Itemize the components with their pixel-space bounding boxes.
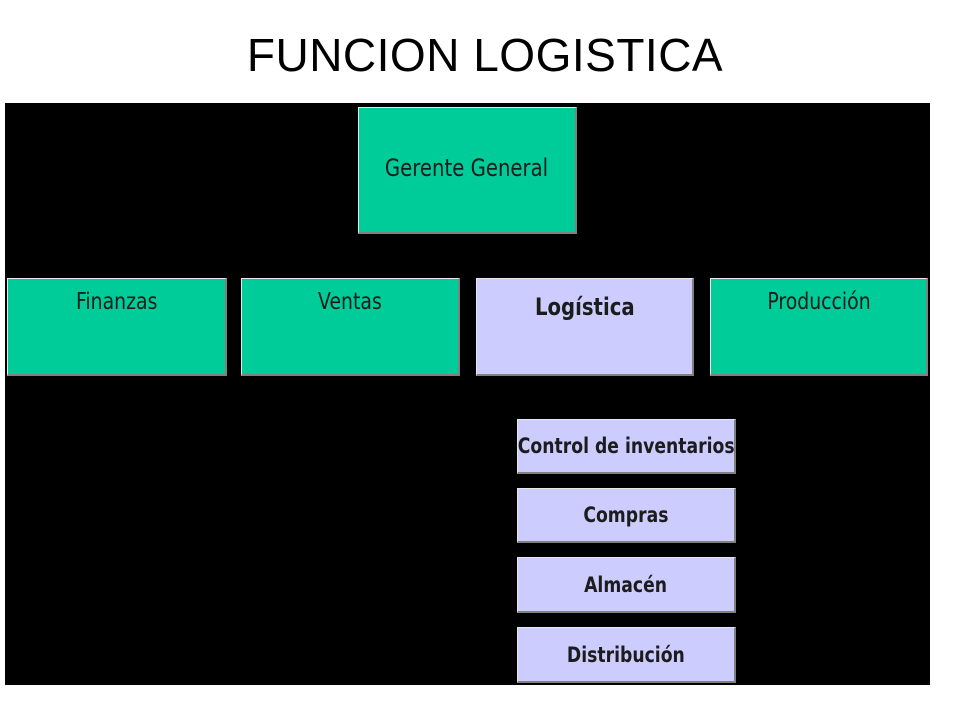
node-ventas: Ventas <box>241 278 460 376</box>
node-finanzas: Finanzas <box>7 278 227 376</box>
node-label: Compras <box>583 503 669 527</box>
node-label: Distribución <box>567 642 685 667</box>
node-label: Control de inventarios <box>517 434 735 458</box>
node-distribucion: Distribución <box>517 627 736 683</box>
node-label: Gerente General <box>385 154 549 182</box>
node-produccion: Producción <box>710 278 928 376</box>
node-control-de-inventarios: Control de inventarios <box>517 419 736 474</box>
node-label: Ventas <box>318 289 382 315</box>
node-almacen: Almacén <box>517 557 736 613</box>
node-label: Almacén <box>584 572 668 597</box>
node-logistica: Logística <box>476 278 694 376</box>
node-label: Finanzas <box>75 289 158 315</box>
node-label: Producción <box>766 289 871 315</box>
slide-title: FUNCION LOGISTICA <box>246 29 724 81</box>
node-gerente-general: Gerente General <box>358 107 577 234</box>
node-label: Logística <box>534 293 635 321</box>
org-chart: Gerente General Finanzas Ventas Logístic… <box>5 103 930 685</box>
node-compras: Compras <box>517 488 736 543</box>
